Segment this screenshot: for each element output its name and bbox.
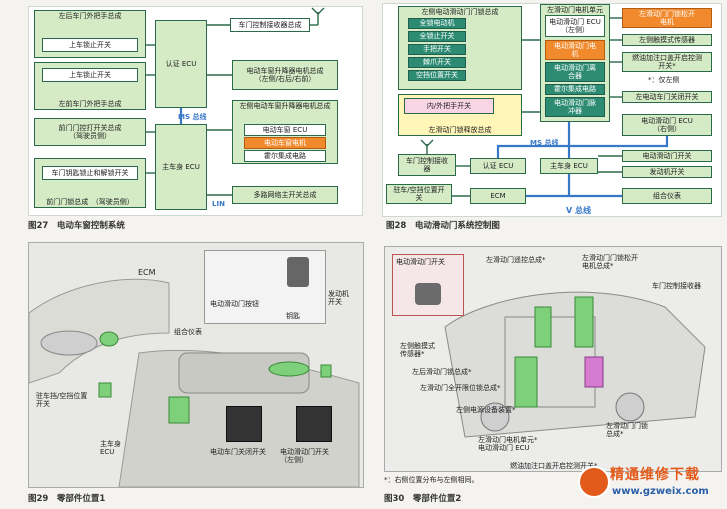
fig30-label-power: 左侧电源设备装置*	[456, 406, 516, 414]
fig30-drawing	[385, 247, 721, 471]
fig30-label-receiver: 车门控制接收器	[652, 282, 701, 290]
fig29-label-main-ecu: 主车身 ECU	[100, 440, 121, 457]
fig28-main-body-ecu: 主车身 ECU	[540, 158, 598, 174]
fig27-auth-ecu: 认证 ECU	[155, 20, 207, 108]
fig28-sd-motor: 电动滑动门电 机	[545, 40, 605, 60]
fig27-lin-label: LIN	[212, 200, 225, 208]
fig28-motor-unit-title: 左滑动门电机单元	[547, 6, 603, 14]
fig28-release-motor: 左滑动门门锁松开 电机	[622, 8, 712, 28]
fig27-lock-unlock-switch: 车门钥匙锁止和解锁开关	[42, 166, 138, 180]
fig30-inset-switch-panel	[392, 254, 464, 316]
fig27-window-motor-right: 电动车窗升降器电机总成 （左侧/右后/右前）	[232, 60, 338, 90]
fig28-lock-title: 左侧电动滑动门门锁总成	[421, 8, 499, 16]
fig28-auth-ecu: 认证 ECU	[470, 158, 526, 174]
fig29-label-sd: 电动滑动门开关 （左侧）	[280, 448, 329, 465]
fig27-main-body-ecu: 主车身 ECU	[155, 124, 207, 210]
fig29-inset-button-panel	[204, 250, 326, 324]
fig29-button-graphic	[287, 257, 309, 287]
fig30-label-lock-assy: 左滑动门门锁 总成*	[606, 422, 648, 439]
fig27-rr-handle-label: 左后车门外把手总成	[58, 12, 122, 20]
fig28-release-title: 左滑动门锁释放总成	[428, 125, 492, 134]
fig28-hand-switch: 手把开关	[408, 44, 466, 55]
fig29-label-engine: 发动机 开关	[328, 290, 349, 307]
fig28-full-lock-switch: 全锁止开关	[408, 31, 466, 42]
fig30-label-rear-lock: 左后滑动门锁总成*	[412, 368, 472, 376]
fig28-ecm: ECM	[470, 188, 526, 204]
fig29-illustration	[28, 242, 364, 488]
fig28-in-out-handle: 内/外把手开关	[404, 98, 494, 114]
fig28-sd-ecu-left: 电动滑动门 ECU （左侧）	[545, 15, 605, 37]
fig29-caption: 图29 零部件位置1	[28, 494, 106, 504]
fig27-rr-up-switch: 上车锁止开关	[42, 38, 138, 52]
fig28-fuel-switch: 燃油加注口盖开启控测 开关*	[622, 52, 712, 72]
fig27-window-ecu: 电动车窗 ECU	[244, 124, 326, 136]
fig27-door-lock-title: 前门门锁总成 （驾驶员侧）	[46, 197, 134, 206]
fig28-touch-sensor: 左侧触摸式传感器	[622, 34, 712, 46]
fig30-label-fuel: 燃油加注口盖开启控测开关*	[510, 462, 598, 470]
watermark-text: 精通维修下载	[610, 467, 700, 483]
fig27-ms-bus-label: MS 总线	[178, 113, 207, 121]
fig30-illustration	[384, 246, 722, 472]
fig28-pawl-switch: 棘爪开关	[408, 57, 466, 68]
fig27-window-motor: 电动车窗电机	[244, 137, 326, 149]
fig28-sd-switch: 电动滑动门开关	[622, 150, 712, 162]
fig30-caption: 图30 零部件位置2	[384, 494, 462, 504]
fig28-hall-ic: 霍尔集成电路	[545, 84, 605, 95]
fig29-label-combo: 组合仪表	[174, 328, 202, 336]
fig27-hall-circuit: 霍尔集成电路	[244, 150, 326, 162]
fig29-close-switch-photo	[226, 406, 262, 442]
fig29-sd-switch-photo	[296, 406, 332, 442]
fig28-receiver: 车门控制接收 器	[398, 154, 456, 176]
fig30-label-touch: 左侧触摸式 传感器*	[400, 342, 435, 359]
fig28-combo-meter: 组合仪表	[622, 188, 712, 204]
fig28-half-switch: 空挡位置开关	[408, 70, 466, 81]
fig29-label-key: 钥匙	[286, 312, 300, 320]
fig27-master-switch: 前门门控打开关总成 （驾驶员侧）	[34, 118, 146, 146]
fig30-note: *：右侧位置分布与左侧相同。	[384, 476, 479, 484]
fig29-label-shift: 驻车挡/空挡位置 开关	[36, 392, 88, 409]
fig30-label-full-open: 左滑动门全开限位锁总成*	[420, 384, 501, 392]
fig27-caption: 图27 电动车窗控制系统	[28, 221, 125, 231]
fig28-v-bus-label: V 总线	[566, 206, 591, 215]
fig27-multiplex-switch: 多路网络主开关总成	[232, 186, 338, 204]
fig29-label-button: 电动滑动门按钮	[210, 300, 259, 308]
fig30-label-inset: 电动滑动门开关	[396, 258, 445, 266]
fig28-sd-ecu-right: 电动滑动门 ECU （右侧）	[622, 114, 712, 136]
watermark-logo-icon	[578, 466, 610, 498]
fig27-receiver: 车门控制接收器总成	[230, 18, 310, 32]
fig27-lr-up-switch: 上车锁止开关	[42, 68, 138, 82]
fig28-sd-pulse: 电动滑动门脉 冲器	[545, 97, 605, 117]
fig28-sd-clutch: 电动滑动门离 合器	[545, 62, 605, 82]
fig28-full-lock-motor: 全锁电动机	[408, 18, 466, 29]
fig28-ms-bus-label: MS 总线	[530, 139, 559, 147]
fig29-label-ecm: ECM	[138, 268, 156, 277]
fig29-label-close: 电动车门关闭开关	[210, 448, 266, 456]
fig27-lr-handle-label: 左前车门外把手总成	[58, 99, 122, 108]
fig30-label-release: 左滑动门门锁松开 电机总成*	[582, 254, 638, 271]
fig28-caption: 图28 电动滑动门系统控制图	[386, 221, 500, 231]
fig27-window-motor-left-title: 左侧电动车窗升降器电机总成	[239, 102, 331, 110]
fig30-label-motor-unit: 左滑动门电机单元* 电动滑动门 ECU	[478, 436, 538, 453]
fig28-note-right: *：仅左侧	[648, 76, 680, 84]
fig30-label-remote: 左滑动门遥控总成*	[486, 256, 546, 264]
fig28-close-switch: 左电动车门关闭开关	[622, 91, 712, 103]
fig30-switch-graphic	[415, 283, 441, 305]
watermark: 精通维修下载 www.gzweix.com	[578, 460, 722, 504]
fig28-engine-switch: 发动机开关	[622, 166, 712, 178]
fig28-shift-switch: 驻车/空挡位置开 关	[386, 184, 452, 204]
watermark-url: www.gzweix.com	[612, 486, 709, 497]
